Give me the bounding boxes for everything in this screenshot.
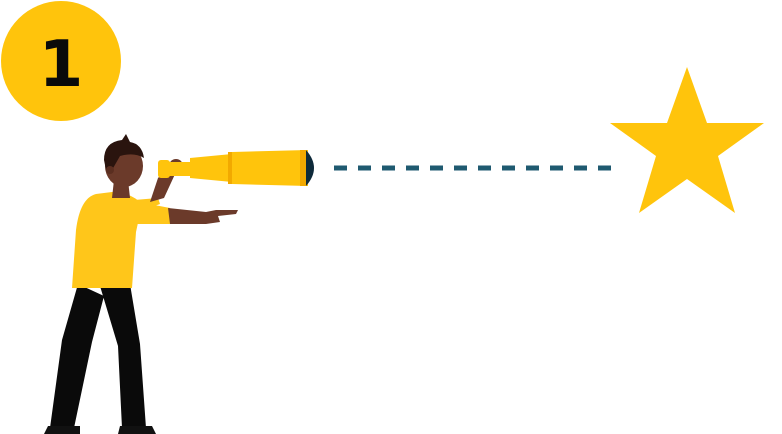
step-number: 1 [39, 28, 84, 102]
pants [50, 284, 146, 428]
star-icon [610, 67, 764, 213]
step-number-badge: 1 [1, 1, 121, 121]
telescope-icon [158, 150, 314, 186]
ear [106, 166, 114, 174]
head [104, 134, 144, 187]
shoes [44, 426, 156, 434]
person-with-telescope-icon [44, 134, 314, 434]
pointing-arm [118, 198, 238, 224]
lens-cap [306, 150, 314, 186]
number-badge-icon [1, 1, 121, 121]
hair [104, 134, 144, 170]
